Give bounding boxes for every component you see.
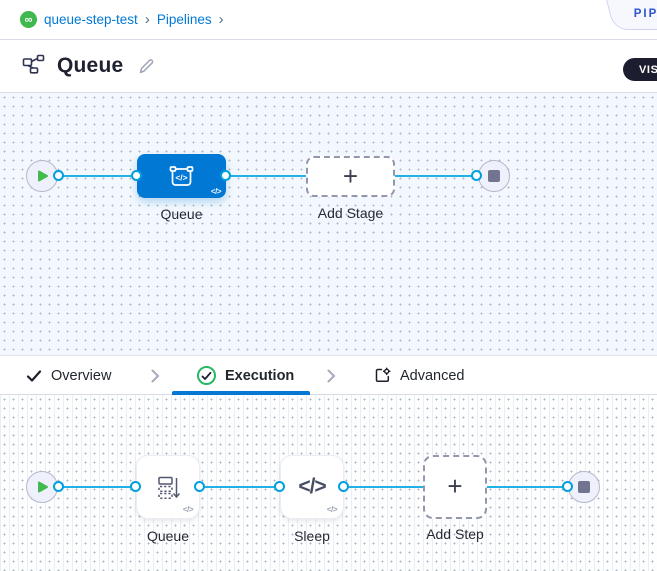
visual-yaml-toggle[interactable]: VISUAL [623, 58, 657, 81]
plus-icon: + [447, 471, 463, 501]
step-label: Sleep [294, 528, 330, 544]
tab-execution[interactable]: Execution [197, 356, 294, 395]
page-title: Queue [57, 54, 124, 77]
breadcrumb-separator: › [218, 11, 224, 28]
harness-project-icon: ∞ [20, 11, 37, 28]
active-tab-underline [172, 391, 310, 395]
stage-node-queue[interactable]: </> </> [137, 154, 226, 198]
add-step-button[interactable]: + [423, 455, 487, 519]
tab-advanced-label: Advanced [400, 367, 465, 384]
connector-dot [471, 170, 482, 181]
step-code-badge: </> [182, 505, 194, 514]
stage-label: Queue [160, 206, 203, 222]
chevron-right-icon [327, 369, 336, 388]
edit-pencil-icon[interactable] [137, 57, 156, 76]
connector-dot [194, 481, 205, 492]
pipeline-start-node [26, 160, 58, 192]
chevron-right-icon [151, 369, 160, 388]
play-icon [38, 481, 48, 493]
tab-advanced[interactable]: Advanced [374, 356, 465, 395]
pipeline-graph-icon [22, 54, 45, 79]
connector-dot [130, 481, 141, 492]
stage-flow-line [58, 175, 496, 177]
step-node-queue[interactable]: </> [136, 455, 200, 519]
queue-step-icon [157, 476, 180, 499]
connector-dot [220, 170, 231, 181]
connector-dot [274, 481, 285, 492]
execution-end-node [568, 471, 600, 503]
execution-canvas[interactable]: </> Queue </> </> Sleep + Add Step [0, 395, 657, 571]
check-icon [26, 370, 42, 382]
tab-execution-label: Execution [225, 367, 295, 384]
connector-dot [53, 481, 64, 492]
stage-tab-bar: Overview Execution [0, 355, 657, 395]
connector-dot [562, 481, 573, 492]
code-icon: </> [298, 475, 326, 498]
connector-dot [131, 170, 142, 181]
stop-icon [578, 481, 590, 493]
breadcrumb-pipelines-link[interactable]: Pipelines [156, 12, 212, 27]
step-label: Queue [146, 528, 190, 544]
pipeline-end-node [478, 160, 510, 192]
breadcrumb-project-link[interactable]: queue-step-test [44, 12, 138, 27]
check-circle-icon [197, 366, 216, 385]
stage-custom-icon: </> [169, 165, 194, 186]
svg-text:</>: </> [175, 172, 187, 182]
play-icon [38, 170, 48, 182]
tab-overview[interactable]: Overview [26, 356, 111, 395]
pipeline-title-bar: Queue [0, 40, 657, 93]
plus-icon: + [342, 160, 359, 191]
add-step-label: Add Step [426, 526, 484, 542]
step-code-badge: </> [326, 505, 338, 514]
step-node-sleep[interactable]: </> </> [280, 455, 344, 519]
stage-canvas[interactable]: </> </> Queue + Add Stage [0, 93, 657, 355]
breadcrumb: ∞ queue-step-test › Pipelines › [0, 0, 657, 40]
add-stage-label: Add Stage [317, 205, 384, 221]
advanced-settings-icon [375, 367, 391, 383]
stage-code-badge: </> [210, 187, 222, 196]
connector-dot [53, 170, 64, 181]
connector-dot [338, 481, 349, 492]
breadcrumb-separator: › [144, 11, 150, 28]
stop-icon [488, 170, 500, 182]
tab-overview-label: Overview [51, 367, 112, 384]
pipeline-studio-badge-label: PIPELINE STUDIO [633, 8, 657, 20]
add-stage-button[interactable]: + [306, 156, 395, 197]
